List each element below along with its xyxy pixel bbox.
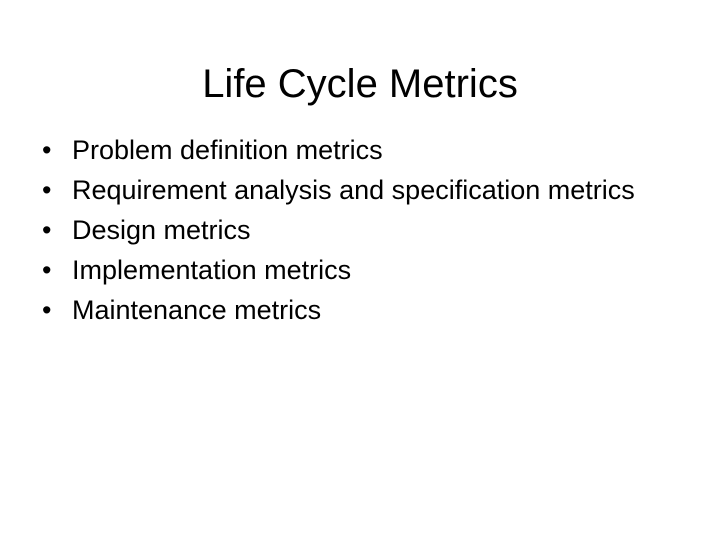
- bullet-text: Maintenance metrics: [72, 295, 322, 325]
- bullet-icon: •: [42, 135, 52, 165]
- bullet-text: Design metrics: [72, 215, 251, 245]
- list-item: • Maintenance metrics: [42, 290, 682, 330]
- list-item: • Requirement analysis and specification…: [42, 170, 682, 210]
- list-item: • Problem definition metrics: [42, 130, 682, 170]
- list-item: • Implementation metrics: [42, 250, 682, 290]
- bullet-icon: •: [42, 295, 52, 325]
- bullet-icon: •: [42, 255, 52, 285]
- bullet-text: Problem definition metrics: [72, 135, 383, 165]
- bullet-list: • Problem definition metrics • Requireme…: [42, 130, 682, 330]
- bullet-icon: •: [42, 175, 52, 205]
- list-item: • Design metrics: [42, 210, 682, 250]
- bullet-text: Implementation metrics: [72, 255, 352, 285]
- bullet-text: Requirement analysis and specification m…: [72, 175, 635, 205]
- bullet-icon: •: [42, 215, 52, 245]
- slide-title: Life Cycle Metrics: [202, 62, 518, 106]
